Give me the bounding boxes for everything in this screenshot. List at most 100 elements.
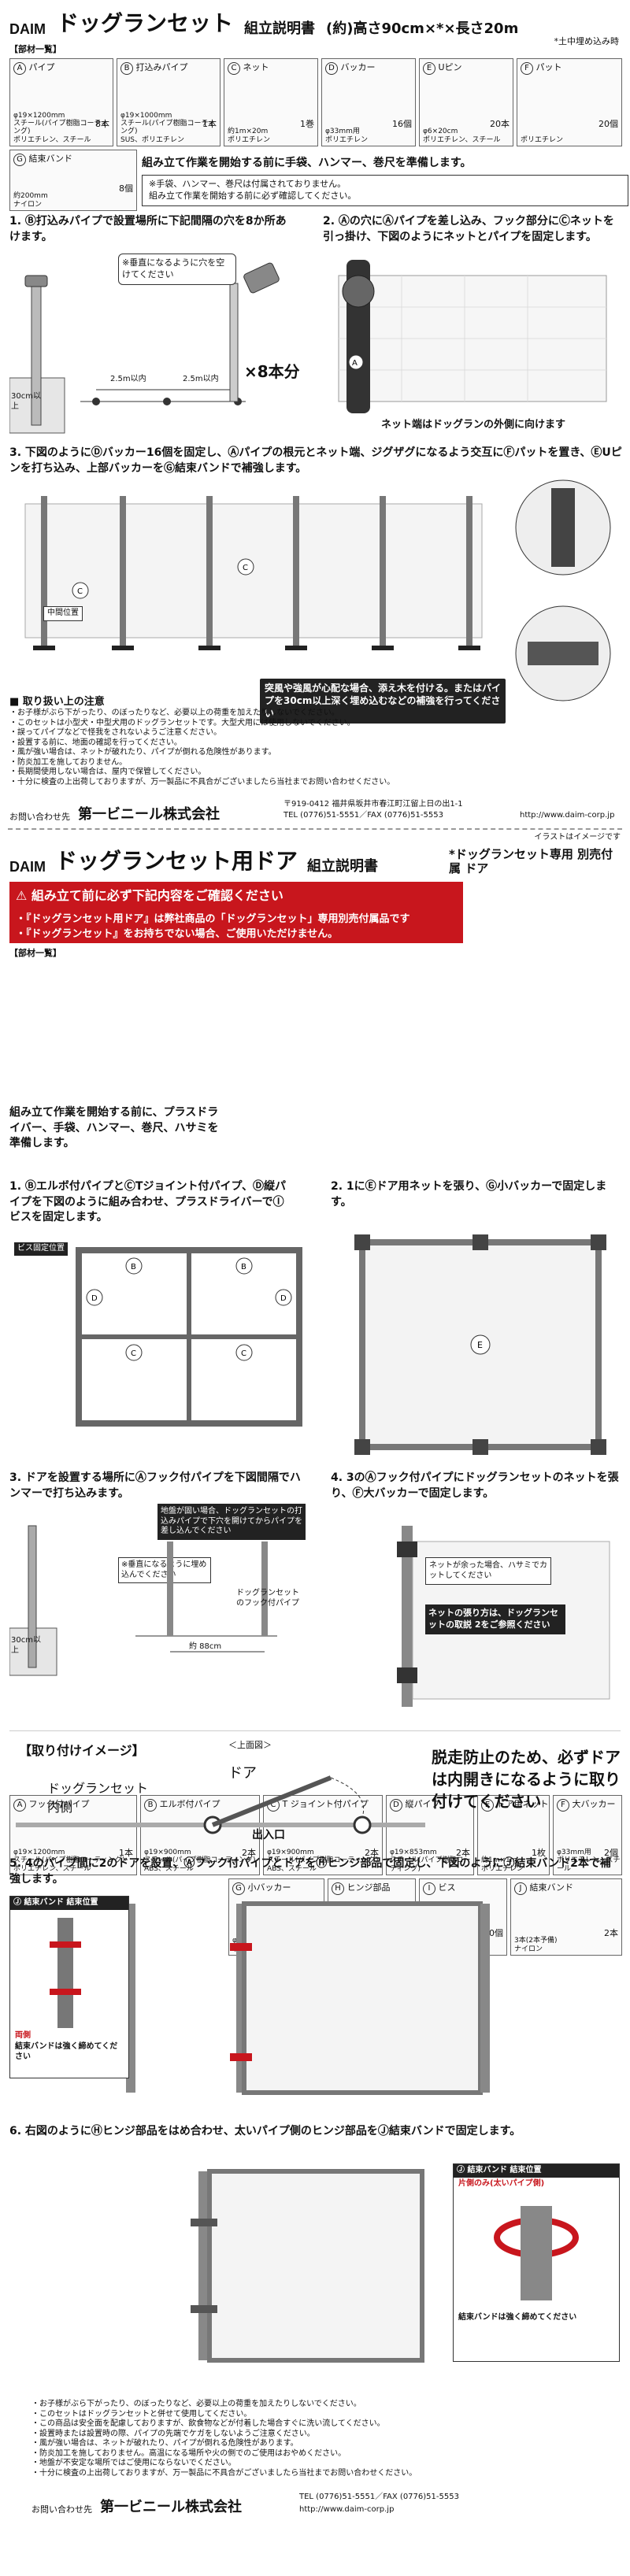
caution-box: ※手袋、ハンマー、巻尺は付属されておりません。 組み立て作業を開始する前に必ず確… — [142, 175, 628, 206]
warning-lines: ・『ドッグランセット用ドア』は弊社商品の「ドッグランセット」専用別売付属品です … — [9, 907, 463, 943]
large-backer — [397, 1542, 417, 1557]
handling-line: ・長期間使用しない場合は、屋内で保管してください。 — [9, 768, 206, 776]
part-name-text: ドア用ネット — [496, 1799, 549, 1809]
step2-note: ネット端はドッグランの外側に向けます — [378, 414, 569, 432]
hook-detail — [342, 275, 375, 308]
part-name: F 大バッカー — [554, 1796, 621, 1813]
part-marker-e — [470, 1334, 491, 1355]
detail-pipe — [551, 488, 575, 567]
part-spec: 3本(2本予備)ナイロン — [514, 1937, 557, 1953]
step1-text: 1. Ⓑ打込みパイプで設置場所に下記間隔の穴を8か所あけます。 — [9, 215, 287, 243]
door-width-label: 約 88cm — [189, 1642, 222, 1651]
part-id-badge: B — [120, 62, 133, 75]
part-id-badge: A — [13, 1799, 26, 1812]
install-image-title: 【取り付けイメージ】 — [19, 1743, 145, 1758]
door-step3-callout: 地盤が固い場合、ドッグランセットの打込みパイプで下穴を開けてからパイプを差し込ん… — [158, 1504, 306, 1540]
step3-warning: 突風や強風が心配な場合、添え木を付ける。またはパイプを30cm以上深く埋め込むな… — [260, 679, 506, 724]
part-name-text: 結束バンド — [28, 154, 73, 164]
company-name: 第一ビニール株式会社 — [100, 2499, 242, 2515]
part-spec-line: φ19×1200mm — [13, 1848, 65, 1856]
large-backer — [397, 1667, 417, 1683]
part-id-badge: E — [481, 1799, 494, 1812]
part-id-badge: D — [390, 1799, 402, 1812]
manual2-subtitle: 組立説明書 — [307, 858, 379, 875]
part-name-text: 大バッカー — [572, 1799, 616, 1809]
svg-text:D: D — [280, 1294, 287, 1303]
door-net-illustration: E — [354, 1234, 606, 1455]
depth-label: 30cm以上 — [11, 392, 41, 411]
part-qty: 2本 — [604, 1928, 618, 1938]
company-name: 第一ビニール株式会社 — [78, 806, 220, 823]
door-contact: お問い合わせ先 第一ビニール株式会社 — [32, 2496, 242, 2516]
screw-position-label: ビス固定位置 — [14, 1242, 68, 1256]
part-spec-line: ABS、スチール — [267, 1864, 317, 1873]
dimension-label: 2.5m以内 — [110, 375, 146, 383]
caution-line: 組み立て作業を開始する前に必ず確認してください。 — [149, 190, 357, 201]
section-divider — [8, 828, 622, 830]
prevention-note: 脱走防止のため、必ずドアは内開きになるように取り付けてください — [432, 1748, 621, 1811]
band-detail-box-2: Ⓙ 結束バンド 結束位置 片側のみ(太いパイプ側) 結束バンドは強く締めてくださ… — [453, 2163, 620, 2362]
part-name-text: ビス — [438, 1882, 456, 1893]
door-swing — [211, 1775, 332, 1827]
hook-pipe — [28, 1525, 37, 1668]
part-spec-line: 約1m×1m — [481, 1856, 517, 1865]
part-qty: 1巻 — [300, 119, 314, 129]
part-name-text: Uピン — [438, 62, 462, 72]
manual1-subtitle: 組立説明書 — [244, 20, 316, 37]
step2-text: 2. Ⓐの穴にⒶパイプを差し込み、フック部分にⒸネットを引っ掛け、下図のようにネ… — [323, 215, 614, 243]
part-name-text: フック付パイプ — [28, 1799, 90, 1809]
part-markers: B B C C D D — [86, 1257, 292, 1361]
band-tight-note: 結束バンドは強く締めてください — [15, 2042, 118, 2061]
door-panel — [242, 1901, 483, 2095]
handling-line: ・このセットは小型犬・中型犬用のドッグランセットです。大型犬用には使用しないでく… — [9, 718, 355, 727]
door-step6-illustration — [191, 2169, 424, 2363]
notice-line: ・防炎加工を施しておりません。高温になる場所や火の側でのご使用はおやめください。 — [32, 2448, 346, 2458]
door-step4-callout: ネットが余った場合、ハサミでカットしてください — [425, 1557, 551, 1585]
handling-line: ・風が強い場合は、ネットが破れたり、パイプが倒れる危険性があります。 — [9, 748, 276, 757]
notice-line: ・十分に検査の上出荷しておりますが、万一製品に不具合がございましたら当社までお問… — [32, 2468, 417, 2478]
part-spec-line: スチール(パイプ樹脂コーティング) — [13, 1856, 125, 1865]
part-name: A フック付パイプ — [10, 1796, 136, 1813]
company-url-link[interactable]: http://www.daim-corp.jp — [299, 2505, 395, 2514]
part-name: H ヒンジ部品 — [328, 1879, 415, 1897]
fence-net — [24, 503, 483, 638]
door-frame-illustration: B B C C D D — [76, 1247, 302, 1427]
top-view-illustration — [16, 1775, 425, 1834]
door-step1-text: 1. Ⓑエルボ付パイプとⒸTジョイント付パイプ、Ⓓ縦パイプを下図のように組み合わ… — [9, 1180, 287, 1224]
part-id-badge: E — [423, 62, 435, 75]
part-name: F パット — [517, 59, 621, 76]
pipe-detail — [57, 1917, 73, 2028]
part-spec-line: ナイロン — [514, 1945, 543, 1953]
part-spec: ポリエチレン — [521, 136, 563, 144]
part-qty: 1本 — [202, 119, 217, 129]
manual1-title: ドッグランセット — [57, 10, 234, 36]
company-url-link[interactable]: http://www.daim-corp.jp — [520, 811, 615, 820]
warning-banner-text: 組み立て前に必ず下記内容をご確認ください — [31, 888, 284, 903]
band-detail-box: Ⓙ 結束バンド 結束位置 両側 結束バンドは強く締めてください — [9, 1896, 129, 2078]
part-name: B エルボ付パイプ — [141, 1796, 259, 1813]
part-marker-a — [348, 354, 364, 370]
manual1-size: (約)高さ90cm×*×長さ20m — [326, 20, 519, 37]
hinge-part — [191, 2305, 217, 2313]
handling-title: ■ 取り扱い上の注意 — [9, 696, 105, 708]
step1-count: ×8本分 — [244, 362, 300, 381]
thick-pipe — [521, 2206, 552, 2300]
band-detail — [50, 1988, 81, 1995]
fence-posts — [41, 496, 472, 646]
hole-mark — [92, 398, 100, 405]
part-qty: 2個 — [604, 1848, 618, 1858]
part-id-badge: C — [228, 62, 240, 75]
handling-line: ・防炎加工を施しておりません。 — [9, 757, 128, 767]
part-spec-line: φ19×853mm — [390, 1848, 437, 1856]
part-spec-line: スチール(パイプ樹脂コーティング) — [390, 1856, 471, 1873]
stake-handle — [24, 275, 48, 287]
hinge-part — [191, 2219, 217, 2226]
handling-list: ・お子様がぶら下がったり、のぼったりなど、必要以上の荷重を加えたりしないでくださ… — [9, 709, 624, 787]
part-spec-line: ポリエチレン — [481, 1864, 524, 1873]
contact-label: お問い合わせ先 — [9, 812, 70, 823]
